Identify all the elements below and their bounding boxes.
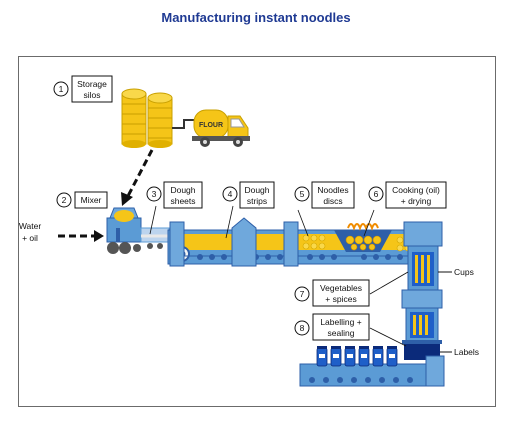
svg-text:Dough: Dough [244,185,269,195]
svg-text:5: 5 [300,189,305,199]
svg-text:4: 4 [228,189,233,199]
svg-text:+ drying: + drying [401,196,432,206]
svg-text:sheets: sheets [170,196,195,206]
svg-text:3: 3 [152,189,157,199]
svg-text:Storage: Storage [77,79,107,89]
stage-6-label: 6 Cooking (oil) + drying [368,181,447,209]
svg-text:Noodles: Noodles [317,185,348,195]
svg-text:strips: strips [247,196,267,206]
output-conveyor [299,346,445,387]
svg-text:silos: silos [83,90,100,100]
stage-3-label: 3 Dough sheets [146,181,203,209]
stage-8-label: 8 Labelling + sealing [294,313,370,341]
diagram-title: Manufacturing instant noodles [161,10,351,25]
svg-text:6: 6 [374,189,379,199]
svg-text:Vegetables: Vegetables [320,283,362,293]
flour-truck: FLOUR [192,109,250,147]
svg-text:2: 2 [62,195,67,205]
storage-silos [121,88,196,148]
svg-text:7: 7 [300,289,305,299]
stage-7-label: 7 Vegetables + spices [294,279,370,307]
flour-flow-arrowhead [121,192,133,206]
mixer-machine [106,207,170,254]
svg-text:Mixer: Mixer [81,195,102,205]
svg-text:8: 8 [300,323,305,333]
svg-text:Cooking (oil): Cooking (oil) [392,185,440,195]
svg-text:1: 1 [59,84,64,94]
stage-5-label: 5 Noodles discs [294,181,355,209]
water-label: Water [19,221,42,231]
svg-text:sealing: sealing [328,328,355,338]
cup-station [403,221,452,293]
svg-text:Labelling +: Labelling + [320,317,361,327]
water-oil-arrowhead [94,230,104,242]
main-conveyor [167,217,427,267]
stage-4-label: 4 Dough strips [222,181,275,209]
cups-label: Cups [454,267,474,277]
stage-1-label: 1 Storage silos [53,75,113,103]
svg-text:Dough: Dough [170,185,195,195]
svg-text:+ spices: + spices [325,294,356,304]
labels-label: Labels [454,347,479,357]
flour-flow-arrow [126,149,154,197]
oil-label: + oil [22,233,38,243]
truck-label: FLOUR [199,122,223,129]
leader-lines [149,205,409,347]
labelling-station [401,289,452,360]
svg-text:discs: discs [323,196,342,206]
stage-2-label: 2 Mixer [56,191,108,209]
